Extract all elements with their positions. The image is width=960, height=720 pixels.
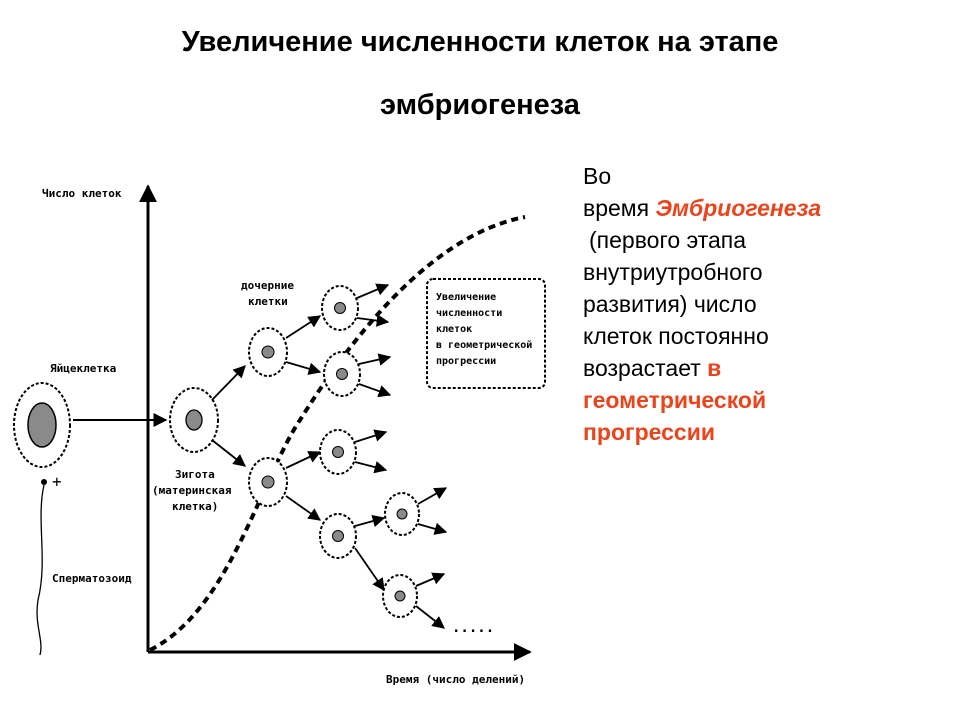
highlight-line-progression: прогрессии <box>583 419 715 445</box>
slide-title-line-2: эмбриогенеза <box>380 89 580 121</box>
note-line: прогрессии <box>436 356 496 367</box>
division-arrow <box>354 429 388 443</box>
cell-nucleus <box>332 446 344 458</box>
zygote-nucleus <box>185 409 203 431</box>
cell-nucleus <box>261 345 275 359</box>
note-line: Увеличение <box>436 292 496 303</box>
division-arrow <box>358 353 392 366</box>
cell-nucleus <box>336 368 348 380</box>
zygote-label-1: Зигота <box>175 468 215 481</box>
division-arrow <box>417 522 448 535</box>
desc-text: время <box>583 195 656 221</box>
division-arrow <box>285 315 322 339</box>
plus-sign: + <box>52 472 62 491</box>
sperm-tail <box>36 484 45 656</box>
division-arrow <box>211 439 246 467</box>
division-arrow <box>356 283 390 299</box>
division-arrow <box>358 383 392 398</box>
note-line: клеток <box>436 324 472 335</box>
desc-text: возрастает <box>583 355 708 381</box>
description-text: Во время Эмбриогенеза (первого этапа вну… <box>583 160 943 448</box>
cell-nucleus <box>394 590 406 602</box>
y-axis-label: Число клеток <box>42 187 122 200</box>
highlight-text: в <box>707 355 722 381</box>
division-arrow <box>356 314 390 327</box>
division-arrow <box>285 451 322 469</box>
division-arrow <box>354 461 388 474</box>
division-arrow <box>211 365 246 401</box>
desc-line-2: время Эмбриогенеза <box>583 192 943 224</box>
desc-line-4: внутриутробного <box>583 259 763 285</box>
note-line: в геометрической <box>436 339 532 351</box>
division-arrow <box>417 487 448 505</box>
sperm-head <box>41 479 47 485</box>
division-arrow <box>354 547 385 592</box>
daughter-label-1: дочерние <box>241 279 294 292</box>
cell-nucleus <box>261 475 275 489</box>
cell-division-diagram: Число клеток Время (число делений) Яйцек… <box>13 184 546 686</box>
desc-line-3: (первого этапа <box>589 227 747 253</box>
division-arrow <box>285 361 322 375</box>
daughter-label-2: клетки <box>248 295 288 308</box>
cell-nucleus <box>334 302 346 314</box>
cell-nucleus <box>332 530 344 542</box>
division-arrow <box>354 514 386 528</box>
growth-curve <box>149 215 526 652</box>
desc-line-6: клеток постоянно <box>583 323 769 349</box>
zygote-label-2: (материнская <box>152 484 231 497</box>
desc-line-5: развития) число <box>583 291 757 317</box>
division-arrow <box>415 572 446 587</box>
note-box <box>426 278 546 389</box>
embryogenesis-term: Эмбриогенеза <box>655 195 822 221</box>
sperm-label: Сперматозоид <box>52 572 132 585</box>
zygote-label-3: клетка) <box>172 500 218 513</box>
desc-line-1: Во <box>583 163 612 189</box>
slide-title-line-1: Увеличение численности клеток на этапе <box>181 26 779 58</box>
division-arrow <box>285 495 322 521</box>
division-arrow <box>415 605 445 629</box>
desc-line-7: возрастает в <box>583 352 943 384</box>
continuation-ellipsis: ..... <box>452 620 494 636</box>
highlight-line-geometric: геометрической <box>583 387 767 413</box>
note-line: численности <box>436 308 502 319</box>
egg-nucleus <box>27 402 57 448</box>
x-axis-label: Время (число делений) <box>386 673 525 686</box>
cell-nucleus <box>396 508 408 520</box>
egg-label: Яйцеклетка <box>50 362 116 375</box>
